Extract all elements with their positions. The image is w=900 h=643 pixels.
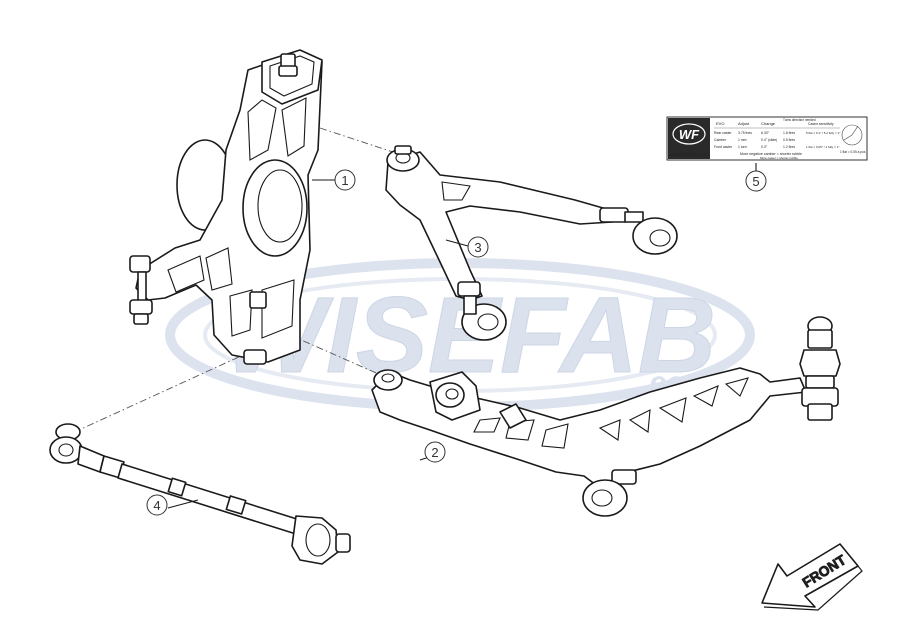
assembly-guide-lines <box>67 127 403 436</box>
spec-cell: 1 flat = 0.05° / 1 fully = 1° <box>806 145 840 149</box>
callout-5-label: 5 <box>752 174 759 189</box>
spec-website: WWW.WISEFAB.COM <box>671 153 707 157</box>
spec-header: EVO Adjust Change Turns direction needed… <box>716 118 834 126</box>
spec-header-4: Castor sensitivity <box>808 122 834 126</box>
front-arrow-icon <box>761 543 859 608</box>
spec-cell: 6.33° <box>761 131 770 135</box>
callout-3-label: 3 <box>474 240 481 255</box>
lower-control-arm <box>371 316 841 517</box>
spec-cell: 1 turn <box>738 145 747 149</box>
spec-cell: 0.4° (slide) <box>761 138 777 142</box>
spec-header-2: Change <box>761 121 776 126</box>
spec-cell: Rear caster <box>714 131 732 135</box>
wisefab-logo-mark: WF <box>679 127 700 142</box>
spec-cell: Front caster <box>714 145 733 149</box>
spec-cell: 3.75 thes <box>738 131 752 135</box>
spec-cell: 1.2 fires <box>783 145 795 149</box>
spec-cell: 0.5 fires <box>783 138 795 142</box>
spec-cell: 1.6 fires <box>783 131 795 135</box>
callout-4-label: 4 <box>153 498 160 513</box>
spec-cell: 5 flat = 0.1° / 5.2 fully = 1° <box>806 131 841 135</box>
spec-side-note: 1 flat = 0.05 a pos <box>840 150 866 154</box>
spec-row-2: Front caster 1 turn 0.3° 1.2 fires 1 fla… <box>714 145 840 149</box>
callout-4: 4 <box>146 494 168 516</box>
spec-row-0: Rear caster 3.75 thes 6.33° 1.6 fires 5 … <box>714 131 841 135</box>
spec-header-1: Adjust <box>738 121 750 126</box>
callout-1-label: 1 <box>341 173 348 188</box>
caster-gauge-icon <box>841 124 863 146</box>
callout-5: 5 <box>745 170 767 192</box>
spec-subnote: More caster = shorter rubble <box>760 156 798 160</box>
upper-control-arm <box>385 145 678 341</box>
spec-cell: 1 mm <box>738 138 747 142</box>
spec-cell: 0.3° <box>761 145 768 149</box>
spec-header-0: EVO <box>716 121 724 126</box>
callout-3: 3 <box>467 236 489 258</box>
spec-row-1: Camber 1 mm 0.4° (slide) 0.5 fires <box>714 138 795 142</box>
front-direction-arrow: FRONT <box>761 543 863 611</box>
spec-label: WF WWW.WISEFAB.COM EVO Adjust Change Tur… <box>666 116 868 161</box>
callout-2: 2 <box>424 441 446 463</box>
steering-knuckle <box>129 49 323 365</box>
callout-2-label: 2 <box>431 445 438 460</box>
spec-footnote: More negative camber = shorter rubble <box>740 152 802 156</box>
spec-cell: Camber <box>714 138 727 142</box>
tie-rod <box>49 423 351 565</box>
callout-1: 1 <box>334 169 356 191</box>
spec-header-3: Turns direction needed <box>783 118 816 122</box>
